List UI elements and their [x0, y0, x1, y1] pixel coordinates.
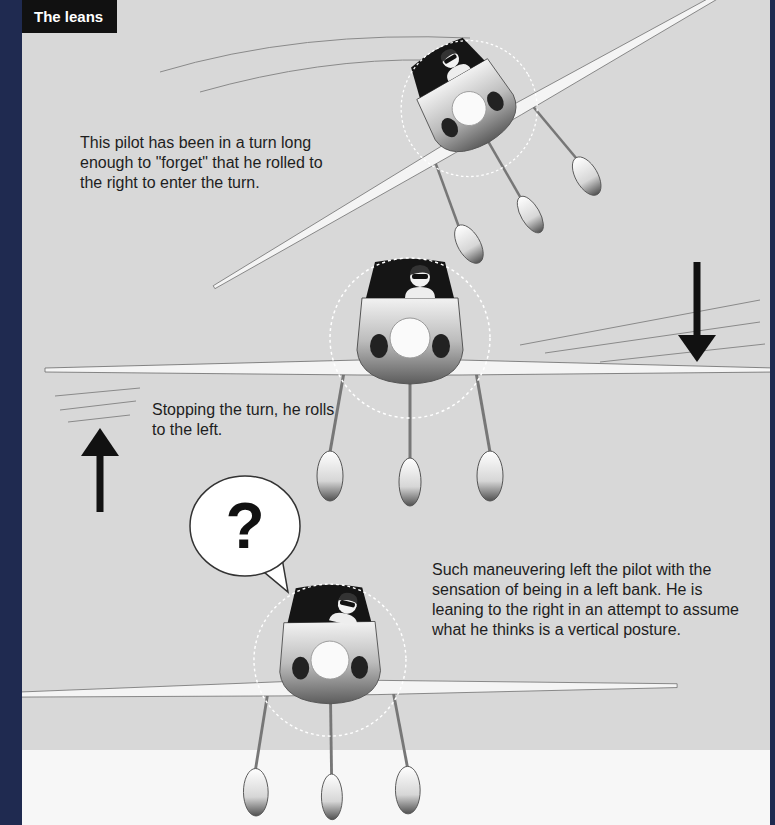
title-heading: The leans	[22, 0, 117, 33]
bubble-text: ?	[188, 491, 302, 561]
airplane-level	[45, 258, 770, 506]
speech-bubble: ?	[188, 474, 302, 578]
caption-note: This pilot has been in a turn long enoug…	[80, 133, 330, 193]
airplane-banked	[166, 0, 770, 387]
caption-note: Stopping the turn, he rolls to the left.	[152, 400, 337, 440]
caption-note: Such maneuvering left the pilot with the…	[432, 560, 742, 640]
roll-arrow-up	[81, 428, 119, 512]
roll-arrow-down	[678, 262, 716, 362]
